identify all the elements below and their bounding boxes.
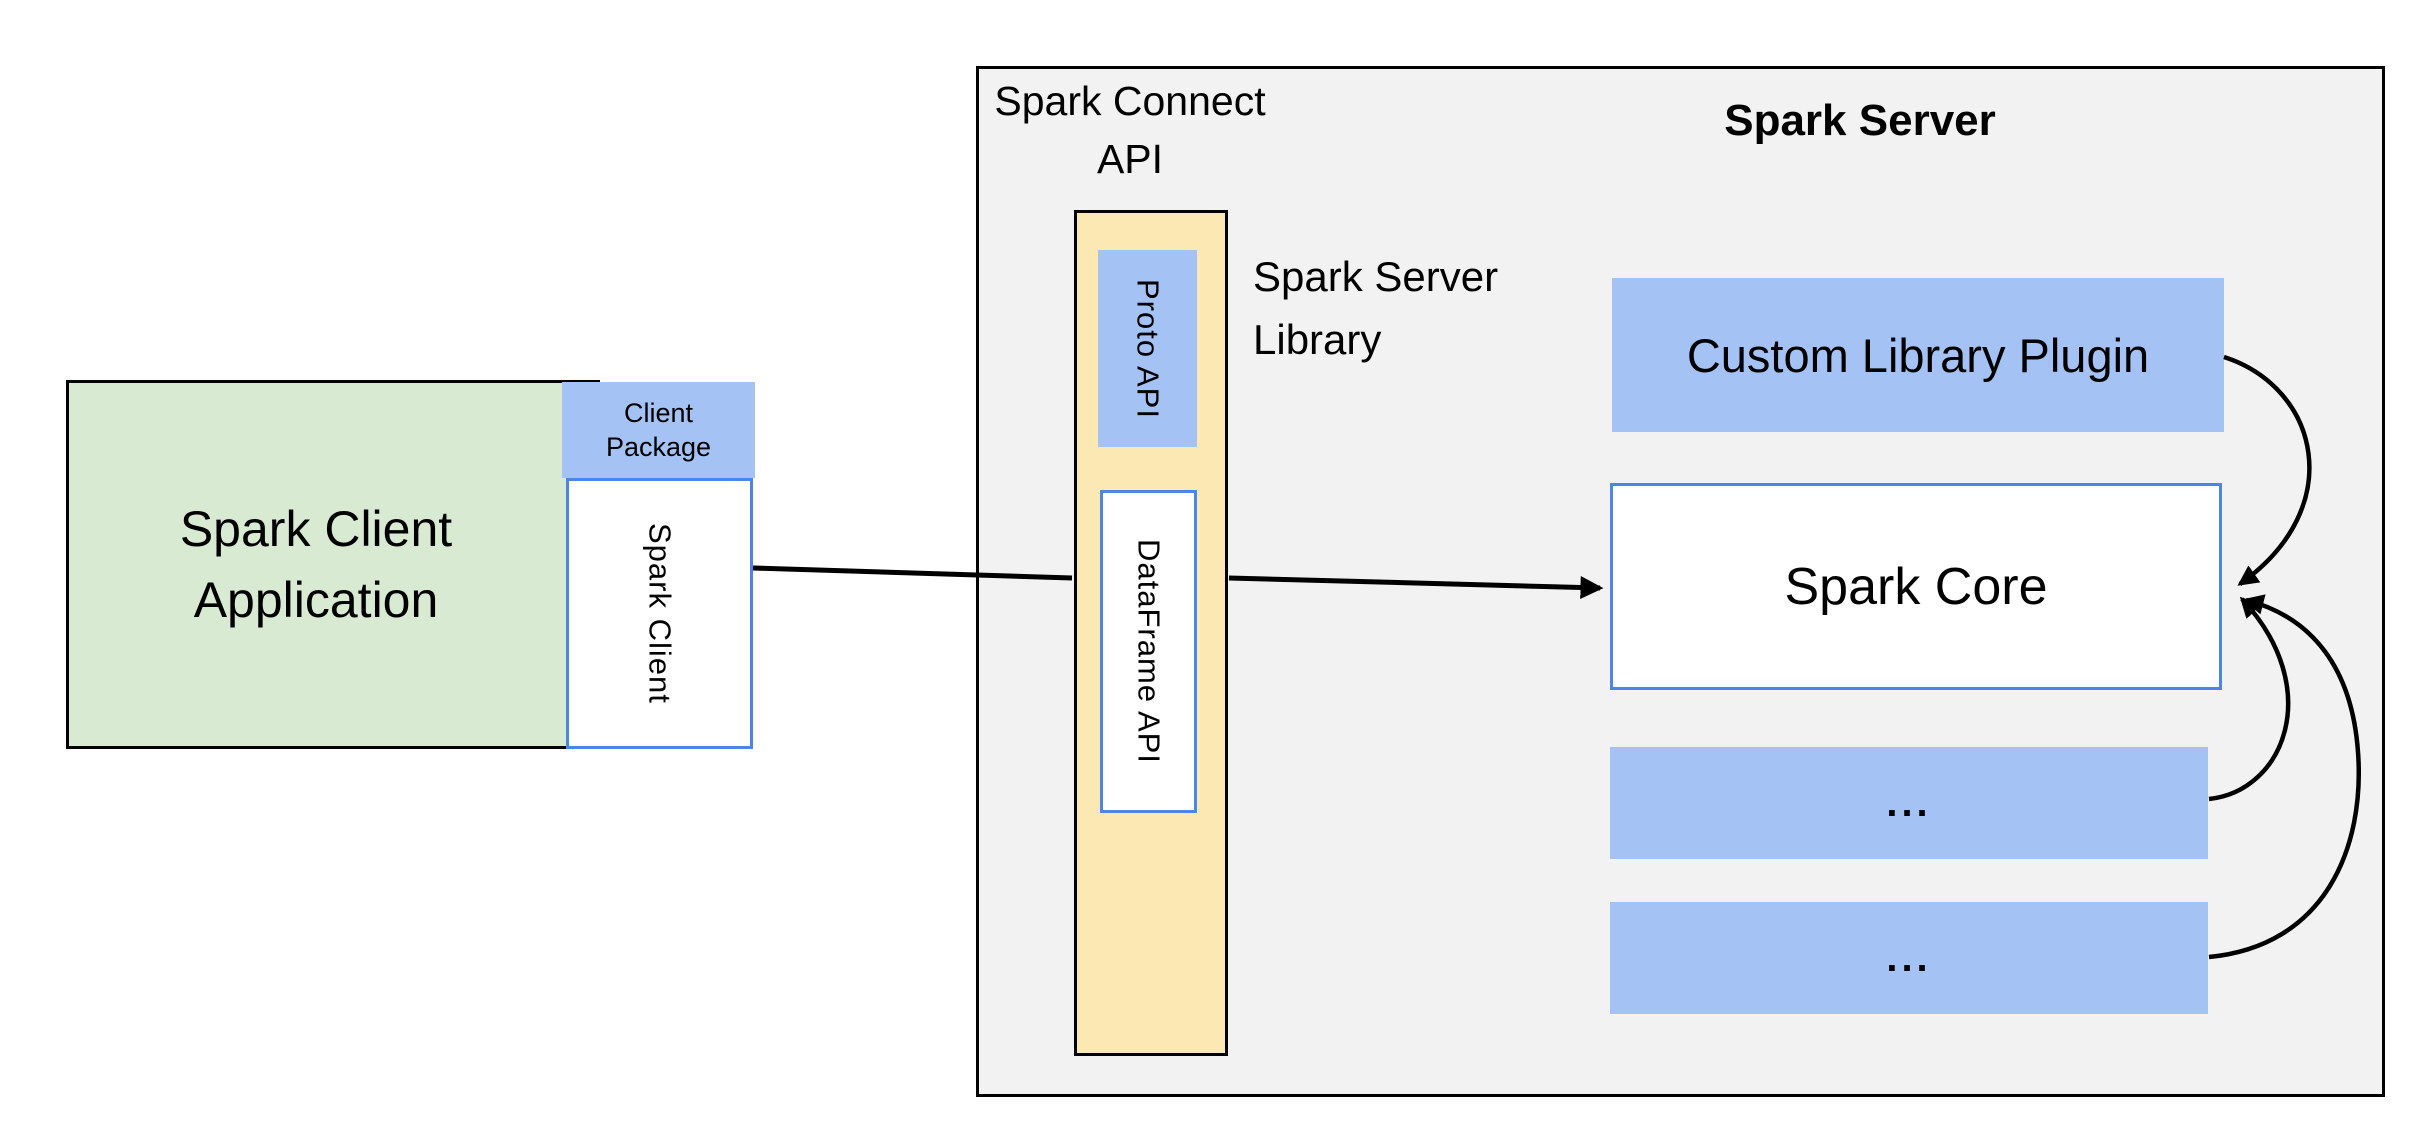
proto-api-label: Proto API — [1130, 278, 1166, 419]
dataframe-api-box: DataFrame API — [1100, 490, 1197, 813]
spark-client-label: Spark Client — [642, 523, 678, 704]
spark-connect-api-label: Spark Connect API — [994, 78, 1266, 183]
custom-library-plugin-box: Custom Library Plugin — [1612, 278, 2224, 432]
module-box-2: ... — [1610, 902, 2208, 1014]
spark-client-application-box — [66, 380, 600, 749]
spark-core-box: Spark Core — [1610, 483, 2222, 690]
spark-client-box: Spark Client — [566, 478, 753, 749]
spark-server-library-label: Spark Server Library — [1253, 253, 1499, 363]
spark-client-application-label: Spark Client Application — [179, 500, 453, 628]
dataframe-api-label: DataFrame API — [1131, 539, 1167, 764]
spark-server-title: Spark Server — [1724, 96, 1996, 145]
client-package-box: Client Package — [562, 382, 755, 478]
proto-api-box: Proto API — [1098, 250, 1197, 447]
module-box-1: ... — [1610, 747, 2208, 859]
